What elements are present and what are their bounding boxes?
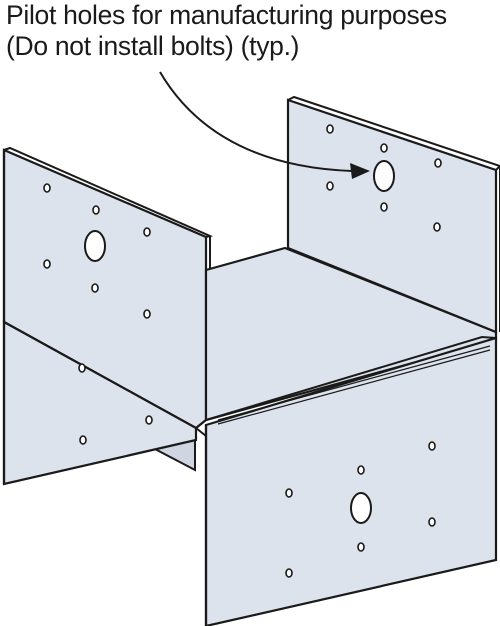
bolt-hole-icon	[373, 160, 395, 192]
front-plate-holes	[285, 441, 436, 578]
pilot-hole-icon	[91, 283, 99, 293]
bolt-hole-icon	[350, 492, 372, 524]
bolt-hole-icon	[84, 230, 106, 262]
pilot-hole-icon	[285, 568, 293, 578]
base-plate-top	[204, 246, 498, 422]
pilot-hole-icon	[434, 158, 442, 168]
pilot-hole-icon	[357, 542, 365, 552]
pilot-hole-icon	[428, 441, 436, 451]
pilot-hole-icon	[143, 227, 151, 237]
pilot-hole-icon	[433, 222, 441, 232]
pilot-hole-icon	[79, 435, 87, 445]
pilot-hole-icon	[43, 259, 51, 269]
callout-line-2: (Do not install bolts) (typ.)	[6, 31, 300, 61]
right-side-panel	[286, 95, 500, 334]
pilot-hole-icon	[43, 183, 51, 193]
right-plate-holes	[326, 124, 442, 232]
pilot-hole-icon	[428, 517, 436, 527]
pilot-hole-icon	[92, 205, 100, 215]
pilot-hole-icon	[285, 488, 293, 498]
front-panel	[204, 335, 498, 626]
right-plate-face	[286, 98, 498, 334]
pilot-hole-icon	[143, 309, 151, 319]
leader-arrow-icon	[159, 71, 370, 179]
pilot-hole-icon	[326, 181, 334, 191]
left-plate-holes	[43, 183, 153, 445]
pilot-hole-icon	[357, 465, 365, 475]
pilot-hole-icon	[326, 124, 334, 134]
pilot-hole-icon	[78, 363, 86, 373]
callout-line-1: Pilot holes for manufacturing purposes	[6, 0, 447, 30]
callout-note: Pilot holes for manufacturing purposes (…	[6, 0, 496, 62]
base-plate	[204, 246, 498, 422]
pilot-hole-icon	[380, 143, 388, 153]
pilot-hole-icon	[380, 202, 388, 212]
left-side-panel	[2, 146, 214, 486]
pilot-hole-icon	[145, 415, 153, 425]
